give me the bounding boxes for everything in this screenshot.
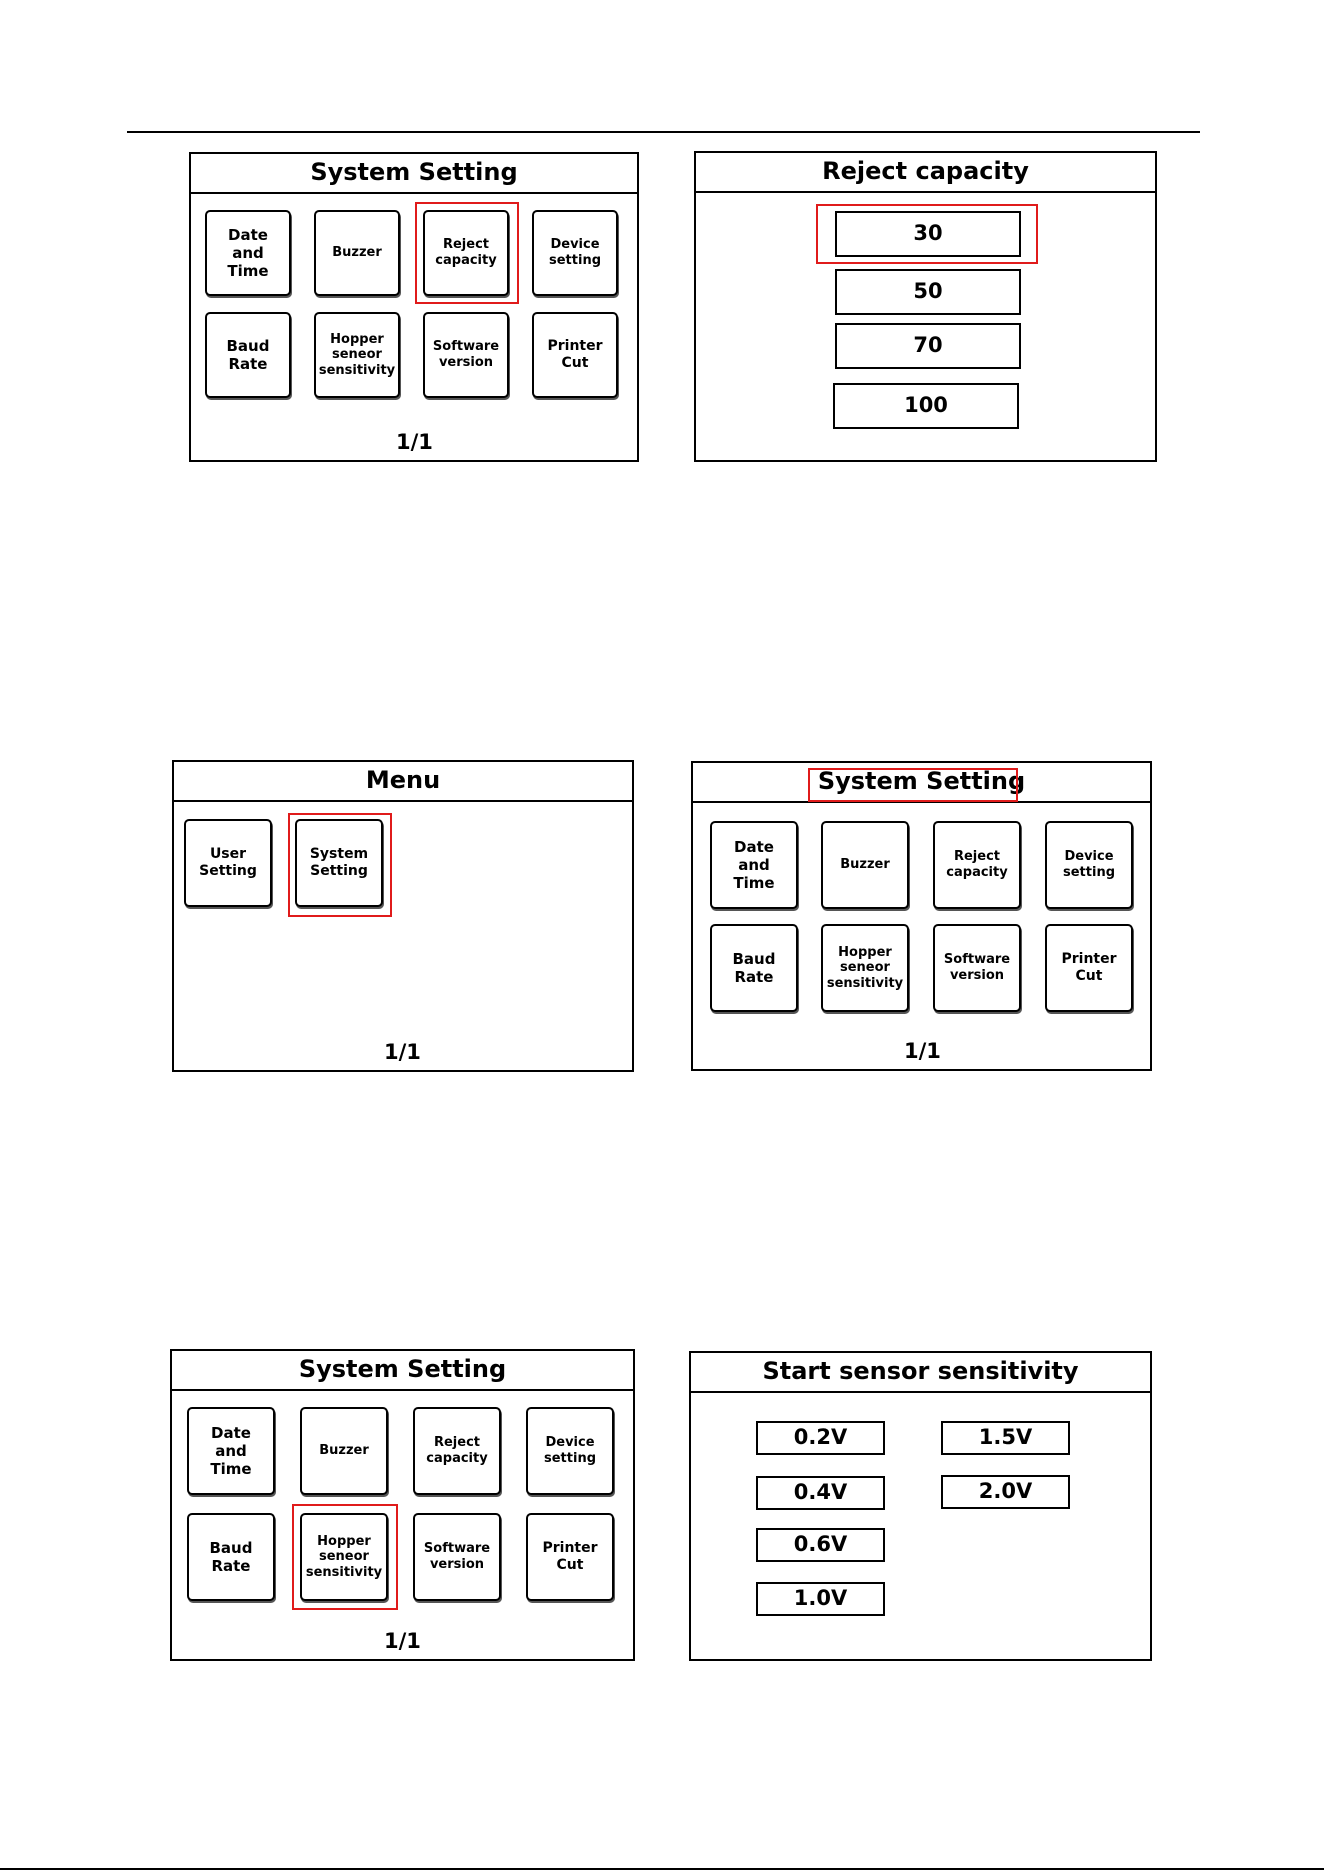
date-and-time-button[interactable]: Date and Time (187, 1407, 275, 1495)
reject-capacity-button[interactable]: Reject capacity (933, 821, 1021, 909)
menu-panel: Menu User Setting System Setting 1/1 (172, 760, 634, 1072)
highlight-reject-capacity (415, 202, 519, 304)
panel-title: Reject capacity (696, 153, 1155, 193)
device-setting-button[interactable]: Device setting (1045, 821, 1133, 909)
panel-title: Menu (174, 762, 632, 802)
page-indicator: 1/1 (904, 1039, 941, 1063)
sensitivity-option-0-4v[interactable]: 0.4V (756, 1476, 885, 1510)
highlight-title (808, 768, 1018, 802)
top-rule (127, 131, 1200, 133)
system-setting-panel-1: System Setting Date and Time Buzzer Reje… (189, 152, 639, 462)
hopper-sensitivity-button[interactable]: Hopper seneor sensitivity (300, 1513, 388, 1601)
baud-rate-button[interactable]: Baud Rate (205, 312, 291, 398)
software-version-button[interactable]: Software version (423, 312, 509, 398)
date-and-time-button[interactable]: Date and Time (205, 210, 291, 296)
device-setting-button[interactable]: Device setting (532, 210, 618, 296)
panel-title: Start sensor sensitivity (691, 1353, 1150, 1393)
hopper-sensitivity-button[interactable]: Hopper seneor sensitivity (821, 924, 909, 1012)
system-setting-panel-3: System Setting Date and Time Buzzer Reje… (170, 1349, 635, 1661)
system-setting-button[interactable]: System Setting (295, 819, 383, 907)
reject-option-30[interactable]: 30 (835, 211, 1021, 257)
reject-option-50[interactable]: 50 (835, 269, 1021, 315)
printer-cut-button[interactable]: Printer Cut (532, 312, 618, 398)
highlight-option-30 (816, 204, 1038, 264)
start-sensor-sensitivity-panel: Start sensor sensitivity 0.2V 0.4V 0.6V … (689, 1351, 1152, 1661)
hopper-sensitivity-button[interactable]: Hopper seneor sensitivity (314, 312, 400, 398)
panel-title: System Setting (191, 154, 637, 194)
panel-title: System Setting (693, 763, 1150, 803)
user-setting-button[interactable]: User Setting (184, 819, 272, 907)
printer-cut-button[interactable]: Printer Cut (1045, 924, 1133, 1012)
sensitivity-option-1-0v[interactable]: 1.0V (756, 1582, 885, 1616)
bottom-rule (0, 1868, 1324, 1870)
system-setting-panel-2: System Setting Date and Time Buzzer Reje… (691, 761, 1152, 1071)
reject-capacity-button[interactable]: Reject capacity (413, 1407, 501, 1495)
page-indicator: 1/1 (384, 1040, 421, 1064)
baud-rate-button[interactable]: Baud Rate (710, 924, 798, 1012)
sensitivity-option-1-5v[interactable]: 1.5V (941, 1421, 1070, 1455)
sensitivity-option-0-6v[interactable]: 0.6V (756, 1528, 885, 1562)
reject-capacity-button[interactable]: Reject capacity (423, 210, 509, 296)
highlight-hopper-sensitivity (292, 1504, 398, 1610)
buzzer-button[interactable]: Buzzer (821, 821, 909, 909)
panel-title: System Setting (172, 1351, 633, 1391)
page-indicator: 1/1 (396, 430, 433, 454)
reject-option-70[interactable]: 70 (835, 323, 1021, 369)
reject-option-100[interactable]: 100 (833, 383, 1019, 429)
highlight-system-setting (288, 813, 392, 917)
device-setting-button[interactable]: Device setting (526, 1407, 614, 1495)
buzzer-button[interactable]: Buzzer (300, 1407, 388, 1495)
software-version-button[interactable]: Software version (933, 924, 1021, 1012)
printer-cut-button[interactable]: Printer Cut (526, 1513, 614, 1601)
date-and-time-button[interactable]: Date and Time (710, 821, 798, 909)
page-indicator: 1/1 (384, 1629, 421, 1653)
reject-capacity-panel: Reject capacity 30 50 70 100 (694, 151, 1157, 462)
software-version-button[interactable]: Software version (413, 1513, 501, 1601)
sensitivity-option-2-0v[interactable]: 2.0V (941, 1475, 1070, 1509)
baud-rate-button[interactable]: Baud Rate (187, 1513, 275, 1601)
buzzer-button[interactable]: Buzzer (314, 210, 400, 296)
sensitivity-option-0-2v[interactable]: 0.2V (756, 1421, 885, 1455)
